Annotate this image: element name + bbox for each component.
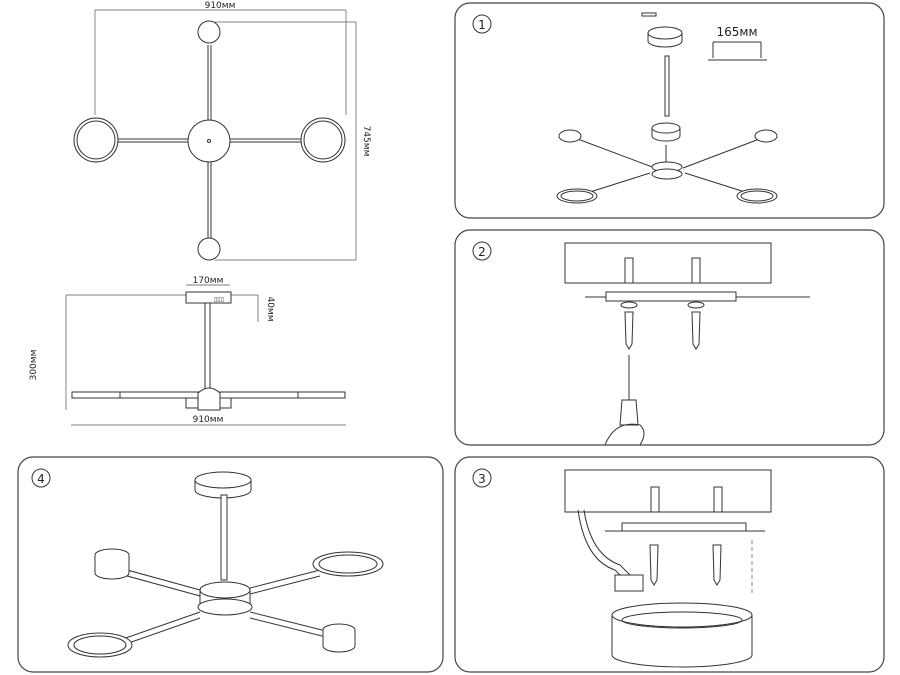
step-3-number: 3 bbox=[478, 472, 486, 486]
svg-text:▯▯▯: ▯▯▯ bbox=[214, 296, 224, 303]
total-height-label: 300мм bbox=[29, 350, 39, 381]
step-1-panel: 1 165мм bbox=[454, 2, 885, 219]
step-1-measure: 165мм bbox=[716, 25, 757, 39]
side-width-label: 910мм bbox=[193, 415, 224, 425]
step-3-panel: 3 bbox=[454, 456, 885, 673]
canopy-height-label: 40мм bbox=[265, 296, 275, 321]
step-4-number: 4 bbox=[37, 472, 45, 486]
top-height-label: 745мм bbox=[361, 126, 371, 157]
step-4-panel: 4 bbox=[17, 456, 444, 673]
side-view-drawing: 170мм ▯▯▯ 40мм 300мм 910мм bbox=[29, 276, 346, 426]
top-view-drawing: 910мм 745мм bbox=[73, 1, 371, 261]
step-2-number: 2 bbox=[478, 245, 486, 259]
top-width-label: 910мм bbox=[205, 1, 236, 11]
canopy-width-label: 170мм bbox=[193, 276, 224, 286]
step-2-panel: 2 bbox=[454, 229, 885, 446]
step-1-number: 1 bbox=[478, 18, 486, 32]
